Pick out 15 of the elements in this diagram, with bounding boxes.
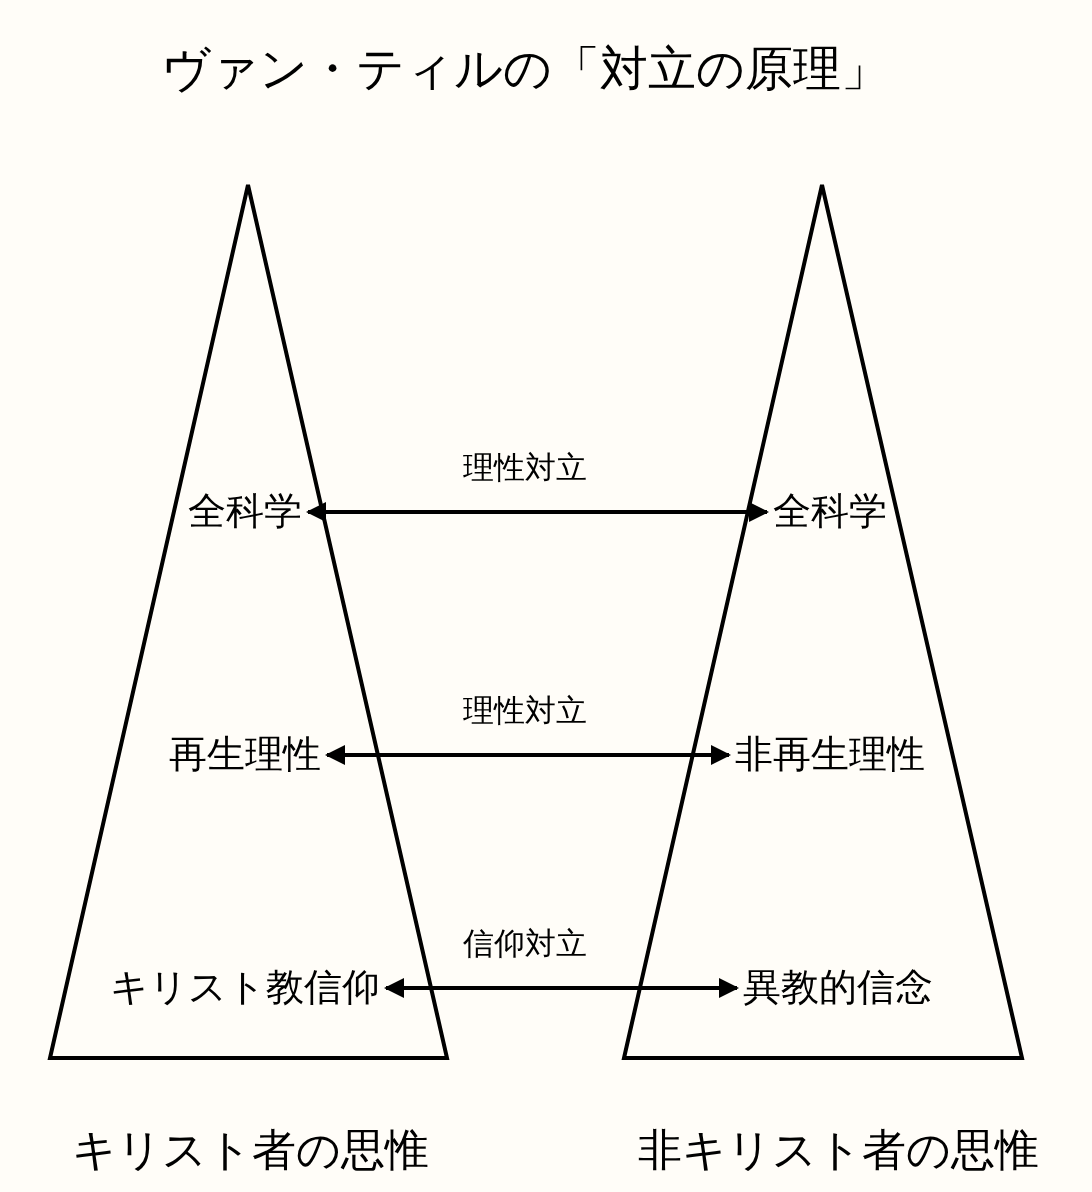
diagram-title: ヴァン・ティルの「対立の原理」 — [161, 42, 889, 95]
level-label: 異教的信念 — [743, 967, 933, 1009]
level-label: 全科学 — [188, 491, 302, 533]
edge-label: 理性対立 — [463, 449, 587, 485]
double-arrow — [325, 745, 731, 765]
level-label: 非再生理性 — [735, 734, 925, 776]
edge-label: 理性対立 — [463, 692, 587, 728]
double-arrow — [384, 978, 739, 998]
triangle-heading: 非キリスト者の思惟 — [637, 1125, 1039, 1175]
edge-label: 信仰対立 — [463, 925, 587, 961]
level-label: 再生理性 — [169, 734, 321, 776]
double-arrow — [306, 502, 769, 522]
triangle-heading: キリスト者の思惟 — [71, 1125, 429, 1175]
level-label: キリスト教信仰 — [110, 967, 380, 1009]
level-label: 全科学 — [773, 491, 887, 533]
